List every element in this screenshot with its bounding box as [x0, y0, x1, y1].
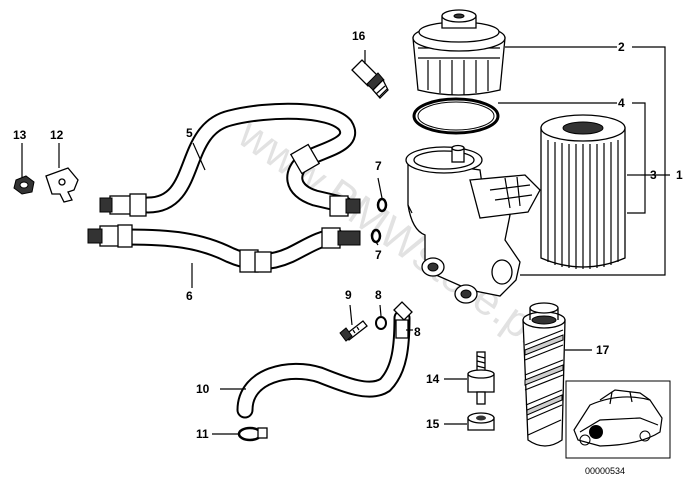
seal-ring-part-7-upper[interactable] — [376, 197, 388, 213]
label-4: 4 — [618, 96, 625, 110]
bolt-part-9[interactable] — [339, 320, 368, 342]
label-14: 14 — [426, 372, 440, 386]
filter-insert-part-17[interactable] — [522, 302, 566, 447]
leader-lines — [21, 46, 670, 435]
label-9: 9 — [345, 288, 352, 302]
nut-part-15[interactable] — [467, 412, 495, 431]
label-12: 12 — [50, 128, 64, 142]
hose-clamp-part-11[interactable] — [237, 426, 268, 442]
label-13: 13 — [13, 128, 27, 142]
filter-element-part-3[interactable] — [540, 114, 626, 269]
label-1: 1 — [676, 168, 683, 182]
vehicle-location-inset — [565, 380, 671, 459]
label-7-lower: 7 — [375, 248, 382, 262]
hose-upper-part-5[interactable] — [99, 102, 361, 217]
hose-lower-part-6[interactable] — [87, 224, 361, 273]
filter-housing[interactable] — [405, 144, 541, 304]
oil-sensor-part-16[interactable] — [351, 59, 389, 99]
label-17: 17 — [596, 343, 610, 357]
label-16: 16 — [352, 29, 366, 43]
label-5: 5 — [186, 126, 193, 140]
label-6: 6 — [186, 289, 193, 303]
location-marker-icon — [589, 425, 603, 439]
filter-cap-part-2[interactable] — [412, 9, 506, 96]
o-ring-part-4[interactable] — [412, 97, 500, 135]
bracket-part-12[interactable] — [45, 167, 79, 203]
washer-part-8-left[interactable] — [375, 316, 387, 330]
label-8-left: 8 — [375, 288, 382, 302]
label-7-upper: 7 — [375, 159, 382, 173]
image-code: 00000534 — [585, 466, 625, 476]
label-10: 10 — [196, 382, 210, 396]
stud-part-14[interactable] — [467, 351, 495, 405]
label-15: 15 — [426, 417, 440, 431]
label-11: 11 — [196, 427, 209, 441]
label-2: 2 — [618, 40, 625, 54]
nut-part-13[interactable] — [13, 175, 35, 195]
label-8-right: 8 — [414, 325, 421, 339]
return-hose-part-10[interactable] — [236, 301, 413, 419]
label-3: 3 — [650, 168, 657, 182]
